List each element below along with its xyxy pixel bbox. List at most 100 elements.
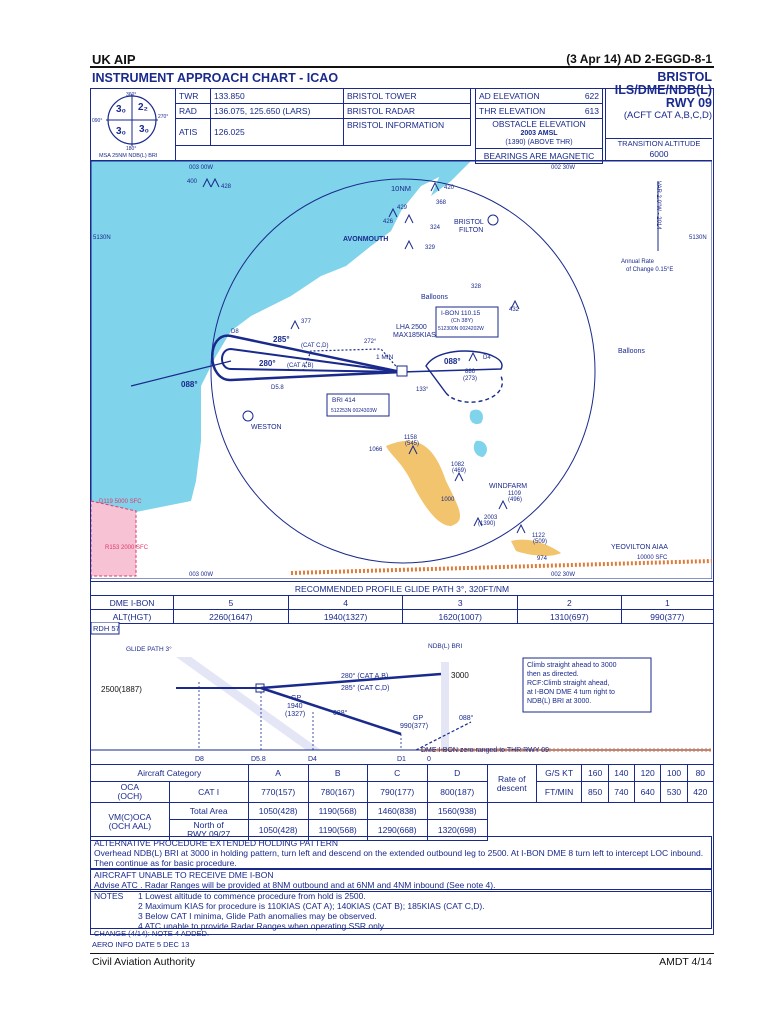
svg-text:(509): (509)	[533, 539, 547, 545]
yeovilton-sub: 10000 SFC	[637, 555, 668, 561]
unable-text: Advise ATC . Radar Ranges will be provid…	[94, 880, 496, 890]
annual-rate-label-2: of Change 0.15°E	[626, 267, 673, 273]
total-value: 1190(568)	[307, 802, 368, 820]
comms-freq: 133.850	[210, 88, 344, 104]
msa-bearing-s: 180°	[126, 146, 136, 152]
cat1-label: CAT I	[168, 781, 249, 803]
change-note: CHANGE (4/14): NOTE 4 ADDED.	[94, 929, 210, 938]
dme-value: 1	[620, 595, 715, 610]
heliport-icon	[242, 410, 254, 422]
svg-text:420: 420	[444, 185, 455, 191]
svg-text:RCF:Climb straight ahead,: RCF:Climb straight ahead,	[527, 680, 610, 687]
cat1-value: 790(177)	[366, 781, 428, 803]
divider	[605, 88, 606, 160]
ft-value: 850	[581, 781, 609, 803]
airport-name: BRISTOL	[657, 70, 712, 84]
lake	[473, 440, 487, 457]
svg-text:368: 368	[436, 200, 447, 206]
gp2-label: GP	[413, 715, 423, 722]
gs-value: 160	[581, 764, 609, 782]
obstacle-labels: 400 428 420 368 429 426 324 329 377 328 …	[187, 179, 548, 562]
total-value: 1460(838)	[366, 802, 428, 820]
ft-value: 640	[634, 781, 662, 803]
notes-label: NOTES	[94, 891, 124, 901]
comms-label: TWR	[175, 88, 211, 104]
balloons-label: Balloons	[618, 348, 645, 355]
comms-row: RAD 136.075, 125.650 (LARS) BRISTOL RADA…	[175, 103, 471, 119]
profile-dme-row: DME I-BON 5 4 3 2 1	[90, 595, 715, 610]
svg-text:328: 328	[471, 284, 482, 290]
ibon-box	[435, 306, 499, 338]
lon-label-bottom: 002 30W	[551, 572, 575, 578]
balloons-label: Balloons	[421, 294, 448, 301]
annual-rate-label: Annual Rate	[621, 259, 655, 265]
svg-text:377: 377	[301, 319, 312, 325]
profile-descent-track	[260, 686, 402, 736]
svg-text:at I-BON DME 4 turn right to: at I-BON DME 4 turn right to	[527, 689, 615, 696]
dist-label: 0	[427, 756, 431, 763]
restricted-area-d119	[91, 500, 137, 577]
comms-row: TWR 133.850 BRISTOL TOWER	[175, 88, 471, 104]
dme-value: 3	[402, 595, 519, 610]
cat1-value: 770(157)	[247, 781, 309, 803]
dist-label: D8	[195, 756, 204, 763]
category-header: D	[426, 764, 488, 782]
comms-name: BRISTOL TOWER	[343, 88, 471, 104]
plan-view-map: 10NM D119 5000 SFC R153 2000 SFC YEOVILT…	[91, 161, 712, 579]
transition-altitude: TRANSITION ALTITUDE 6000	[606, 139, 712, 159]
ft-value: 740	[607, 781, 636, 803]
svg-text:429: 429	[397, 205, 408, 211]
dist-label: D5.8	[251, 756, 266, 763]
dme-value: 2	[517, 595, 622, 610]
heading-285: 285°	[273, 335, 290, 344]
cat-ab-label: (CAT A,B)	[287, 363, 313, 369]
heading-088: 088°	[181, 380, 198, 389]
svg-text:886: 886	[465, 369, 476, 375]
heliport-icon	[487, 214, 499, 226]
gs-value: 140	[607, 764, 636, 782]
vm-label: VM(C)OCA(OCH AAL)	[90, 802, 170, 841]
weston-label: WESTON	[251, 424, 282, 431]
profile-heading-285: 285° (CAT C,D)	[341, 684, 389, 692]
msa-bearing-n: 360°	[126, 92, 136, 98]
page-reference: (3 Apr 14) AD 2-EGGD-8-1	[566, 52, 712, 66]
windfarm-label: WINDFARM	[489, 483, 527, 490]
total-value: 1560(938)	[426, 802, 488, 820]
comms-freq: 136.075, 125.650 (LARS)	[210, 103, 344, 119]
svg-text:1122: 1122	[532, 533, 546, 539]
cat1-value: 780(167)	[307, 781, 368, 803]
alt-value: 1940(1327)	[287, 609, 404, 624]
alt-label: ALT(HGT)	[90, 609, 174, 624]
note-item: 3 Below CAT I minima, Glide Path anomali…	[138, 911, 377, 921]
profile-alt-row: ALT(HGT) 2260(1647) 1940(1327) 1620(1007…	[90, 609, 715, 624]
profile-heading-280: 280° (CAT A,B)	[341, 672, 388, 680]
filton-label-2: FILTON	[459, 227, 483, 234]
gs-value: 120	[634, 764, 662, 782]
note-item: 1 Lowest altitude to commence procedure …	[138, 891, 366, 901]
svg-text:Climb straight ahead to 3000: Climb straight ahead to 3000	[527, 662, 617, 669]
svg-text:(496): (496)	[508, 497, 522, 503]
svg-text:then as directed.: then as directed.	[527, 671, 579, 678]
aero-info-date: AERO INFO DATE 5 DEC 13	[92, 940, 190, 949]
heading-280: 280°	[259, 359, 276, 368]
profile-view: RDH 57 GLIDE PATH 3° NDB(L) BRI 2500(188…	[91, 622, 711, 763]
svg-text:(273): (273)	[463, 376, 477, 382]
comms-name: BRISTOL RADAR	[343, 103, 471, 119]
r153-label: R153 2000 SFC	[105, 545, 149, 551]
ad-elevation-value: 622	[574, 88, 604, 104]
procedure-name: ILS/DME/NDB(L)	[614, 83, 712, 97]
d119-label: D119 5000 SFC	[99, 499, 142, 505]
footer-rule	[90, 953, 714, 954]
msa-bearing-e: 270°	[158, 114, 168, 120]
och-label: OCA(OCH)	[90, 781, 170, 803]
holding-label: LHA 2500	[396, 324, 427, 331]
alt-procedure-title: ALTERNATIVE PROCEDURE EXTENDED HOLDING P…	[94, 838, 339, 848]
dme-unable-box: AIRCRAFT UNABLE TO RECEIVE DME I-BON Adv…	[90, 868, 712, 892]
profile-outbound-track	[260, 672, 442, 690]
alt-value: 2260(1647)	[173, 609, 289, 624]
filton-label: BRISTOL	[454, 219, 484, 226]
msa-caption: MSA 25NM NDB(L) BRI	[99, 153, 158, 159]
aircraft-categories: (ACFT CAT A,B,C,D)	[623, 110, 712, 121]
gp1-alt: 1940	[287, 703, 303, 710]
